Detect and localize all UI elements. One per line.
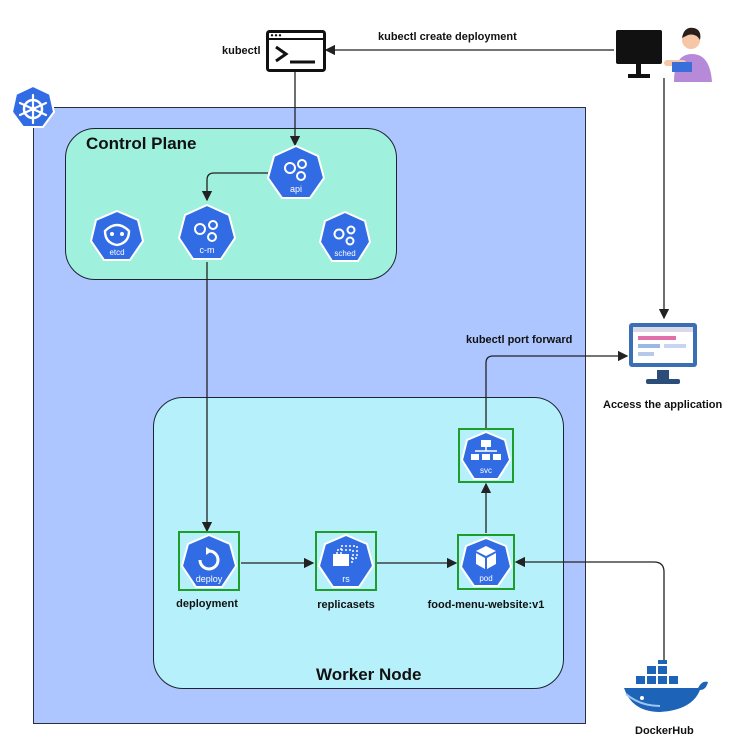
kubectl-label: kubectl (222, 45, 261, 57)
sched-icon-text: sched (334, 249, 355, 258)
pod-image-label: food-menu-website:v1 (427, 599, 545, 611)
arrow-svc-to-app (485, 350, 629, 428)
deployment-label: deployment (176, 598, 238, 610)
worker-node-title: Worker Node (316, 665, 422, 684)
deployment-icon: deploy (180, 533, 238, 588)
docker-whale-icon (624, 660, 708, 712)
rs-icon-text: rs (342, 574, 350, 584)
etcd-icon: etcd (89, 209, 145, 261)
arrow-dockerhub-to-pod (514, 556, 665, 662)
replicasets-label: replicasets (317, 599, 375, 611)
etcd-icon-text: etcd (109, 248, 124, 257)
replicaset-frame (315, 531, 377, 591)
terminal-icon (266, 30, 326, 72)
pod-icon: pod (459, 536, 513, 587)
access-application-label: Access the application (603, 399, 723, 411)
svc-icon-text: svc (480, 466, 492, 475)
kubectl-create-label: kubectl create deployment (378, 31, 517, 43)
scheduler-icon: sched (318, 210, 372, 262)
replicaset-icon: rs (317, 533, 375, 588)
dockerhub-label: DockerHub (635, 725, 694, 737)
kubectl-port-forward-label: kubectl port forward (466, 334, 573, 346)
service-icon: svc (460, 430, 512, 480)
api-server-icon: api (266, 144, 326, 199)
pod-frame (457, 534, 515, 590)
control-plane-title: Control Plane (86, 134, 197, 153)
pod-icon-text: pod (479, 574, 492, 583)
arrow-api-to-cm (201, 172, 268, 202)
user-computer-icon (616, 27, 712, 82)
deploy-icon-text: deploy (196, 574, 223, 584)
cm-icon-text: c-m (200, 245, 215, 255)
deployment-frame (178, 531, 240, 591)
controller-manager-icon: c-m (177, 203, 237, 260)
service-frame (458, 428, 514, 483)
kubernetes-logo-icon (10, 84, 56, 128)
application-monitor-icon (629, 323, 697, 384)
api-icon-text: api (290, 184, 302, 194)
